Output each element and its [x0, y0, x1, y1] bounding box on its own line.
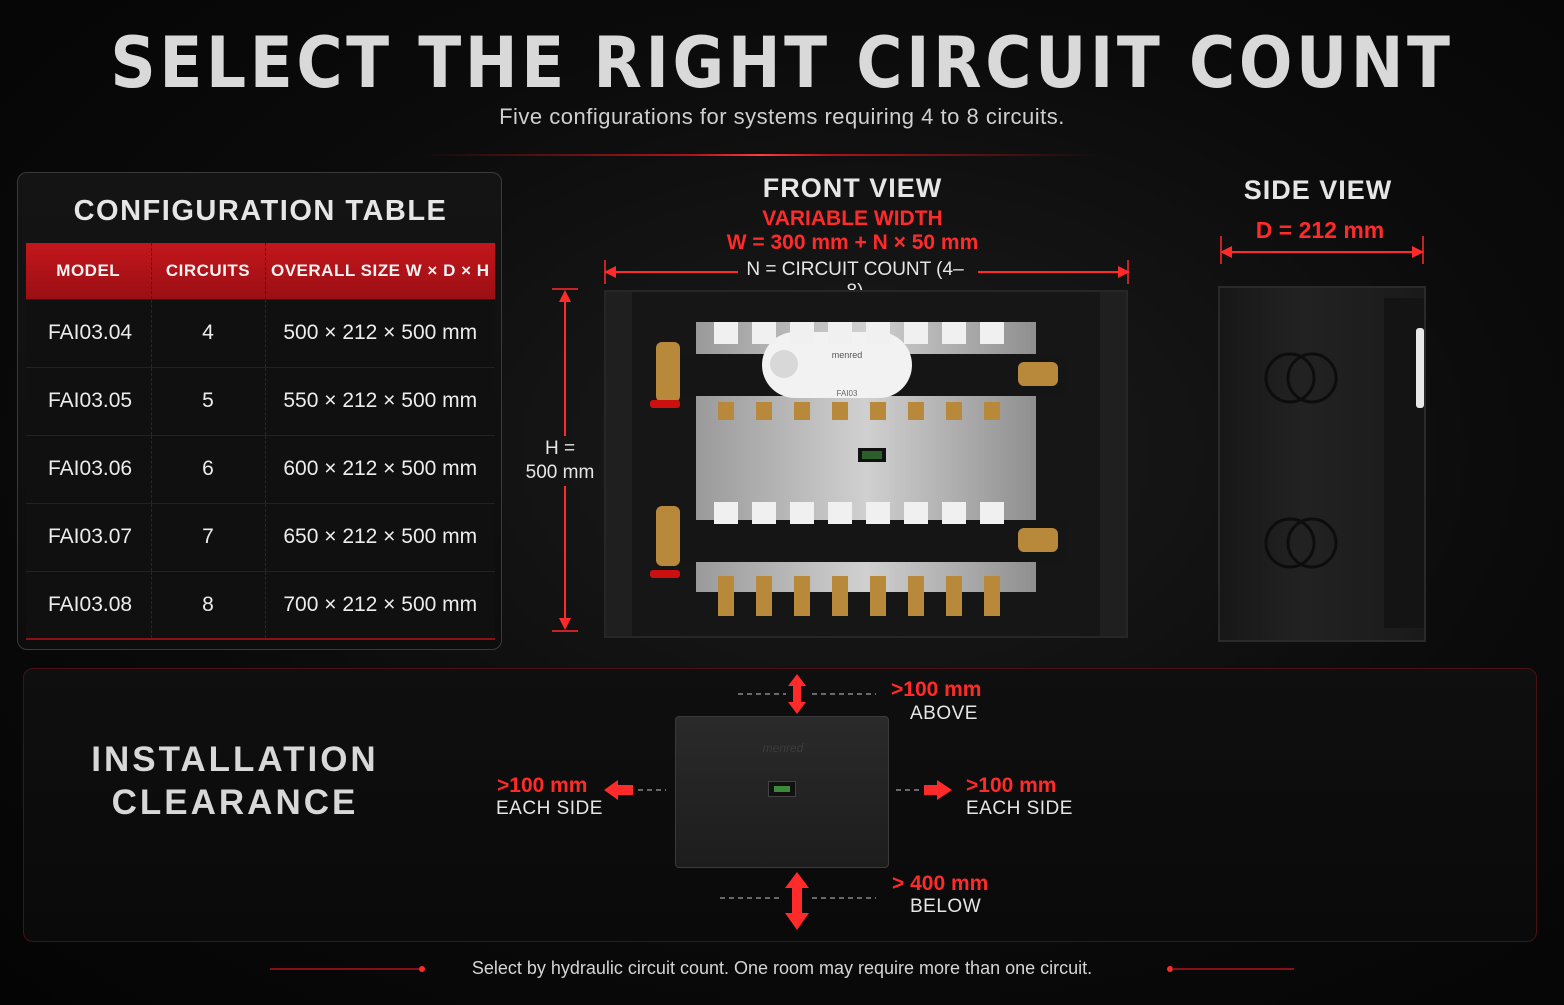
column-header-circuits: CIRCUITS	[151, 243, 266, 299]
manifold-illustration	[606, 292, 1126, 636]
width-dimension-line	[604, 260, 1130, 284]
above-clearance-arrow	[738, 674, 876, 714]
above-clearance-value: >100 mm	[891, 678, 982, 701]
table-row: FAI03.04 4 500 × 212 × 500 mm	[26, 298, 495, 367]
cell-overall-size: 550 × 212 × 500 mm	[265, 366, 495, 435]
cell-model: FAI03.07	[26, 502, 152, 571]
height-label-line1: H =	[544, 438, 576, 459]
below-clearance-label: BELOW	[910, 896, 982, 917]
manifold-brand-label: menred	[831, 350, 863, 360]
column-header-model: MODEL	[26, 243, 152, 299]
table-row: FAI03.05 5 550 × 212 × 500 mm	[26, 366, 495, 435]
width-formula: W = 300 mm + N × 50 mm	[726, 231, 979, 254]
clearance-title-line1: INSTALLATION	[91, 740, 379, 779]
side-view-heading: SIDE VIEW	[1243, 175, 1393, 205]
configuration-table-title: CONFIGURATION TABLE	[73, 195, 448, 227]
title-divider	[420, 154, 1100, 156]
height-dimension-line	[552, 288, 578, 632]
table-header-row: MODEL CIRCUITS OVERALL SIZE W × D × H	[26, 243, 495, 299]
cell-overall-size: 700 × 212 × 500 mm	[265, 570, 495, 640]
depth-dimension-line	[1220, 236, 1424, 264]
table-row: FAI03.06 6 600 × 212 × 500 mm	[26, 434, 495, 503]
depth-label: D = 212 mm	[1255, 217, 1385, 243]
page-subtitle: Five configurations for systems requirin…	[499, 104, 1065, 129]
left-clearance-value: >100 mm	[497, 774, 588, 797]
cell-model: FAI03.04	[26, 298, 152, 367]
page-title: SELECT THE RIGHT CIRCUIT COUNT	[110, 22, 1454, 104]
right-clearance-label: EACH SIDE	[966, 798, 1073, 819]
cell-circuits: 5	[151, 366, 266, 435]
clearance-title-line2: CLEARANCE	[111, 783, 359, 822]
below-clearance-value: > 400 mm	[892, 872, 989, 895]
table-row: FAI03.08 8 700 × 212 × 500 mm	[26, 570, 495, 640]
side-view-enclosure-image	[1218, 286, 1426, 642]
right-clearance-value: >100 mm	[966, 774, 1057, 797]
column-header-overall-size: OVERALL SIZE W × D × H	[265, 243, 495, 299]
footer-note: Select by hydraulic circuit count. One r…	[471, 958, 1093, 978]
manifold-model-label: FAI03	[836, 389, 858, 398]
footer-rule	[270, 966, 1294, 972]
front-view-heading: FRONT VIEW	[762, 173, 943, 203]
cell-circuits: 7	[151, 502, 266, 571]
enclosure-brand-label: menred	[762, 741, 804, 755]
table-row: FAI03.07 7 650 × 212 × 500 mm	[26, 502, 495, 571]
closed-enclosure-image: menred	[675, 716, 889, 868]
installation-clearance-title: INSTALLATION CLEARANCE	[60, 738, 410, 824]
cell-overall-size: 500 × 212 × 500 mm	[265, 298, 495, 367]
variable-width-label: VARIABLE WIDTH	[762, 207, 943, 230]
cell-circuits: 8	[151, 570, 266, 640]
cell-model: FAI03.05	[26, 366, 152, 435]
configuration-table-panel: CONFIGURATION TABLE MODEL CIRCUITS OVERA…	[17, 172, 502, 650]
cell-circuits: 4	[151, 298, 266, 367]
cell-overall-size: 650 × 212 × 500 mm	[265, 502, 495, 571]
front-view-manifold-image: menred FAI03	[604, 290, 1128, 638]
enclosure-display-window	[768, 781, 796, 797]
cell-overall-size: 600 × 212 × 500 mm	[265, 434, 495, 503]
right-clearance-arrow	[896, 780, 952, 800]
below-clearance-arrow	[720, 872, 876, 930]
left-clearance-label: EACH SIDE	[496, 798, 603, 819]
above-clearance-label: ABOVE	[910, 703, 978, 724]
cell-model: FAI03.06	[26, 434, 152, 503]
cell-circuits: 6	[151, 434, 266, 503]
configuration-table: MODEL CIRCUITS OVERALL SIZE W × D × H FA…	[26, 243, 495, 640]
left-clearance-arrow	[604, 780, 666, 800]
enclosure-side-illustration	[1264, 298, 1424, 628]
height-label-line2: 500 mm	[525, 462, 595, 483]
cell-model: FAI03.08	[26, 570, 152, 640]
